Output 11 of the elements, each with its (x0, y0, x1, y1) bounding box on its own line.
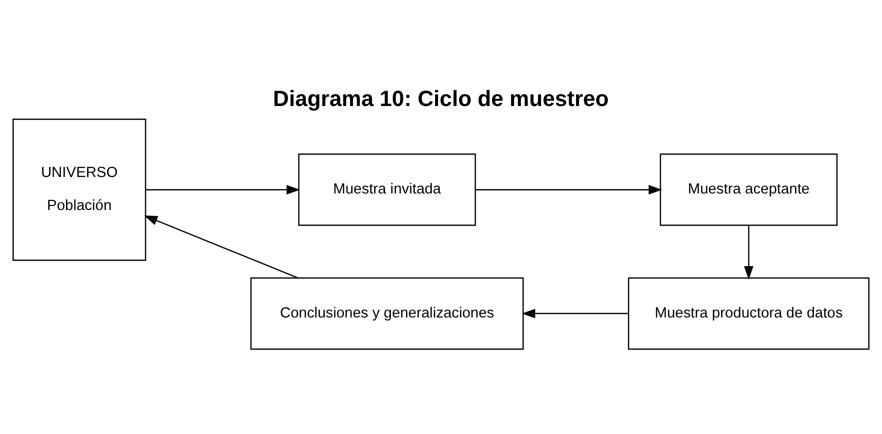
node-box: Muestra productora de datos (628, 277, 870, 350)
node-box: Muestra aceptante (660, 154, 838, 226)
node-box: UNIVERSO Población (12, 118, 146, 261)
arrow (522, 308, 628, 318)
arrow (744, 225, 754, 280)
arrow (476, 185, 662, 194)
arrow (146, 185, 300, 194)
arrow (144, 215, 298, 278)
diagram-title: Diagrama 10: Ciclo de muestreo (273, 86, 609, 112)
node-box: Muestra invitada (298, 154, 476, 226)
node-box: Conclusiones y generalizaciones (250, 277, 524, 350)
